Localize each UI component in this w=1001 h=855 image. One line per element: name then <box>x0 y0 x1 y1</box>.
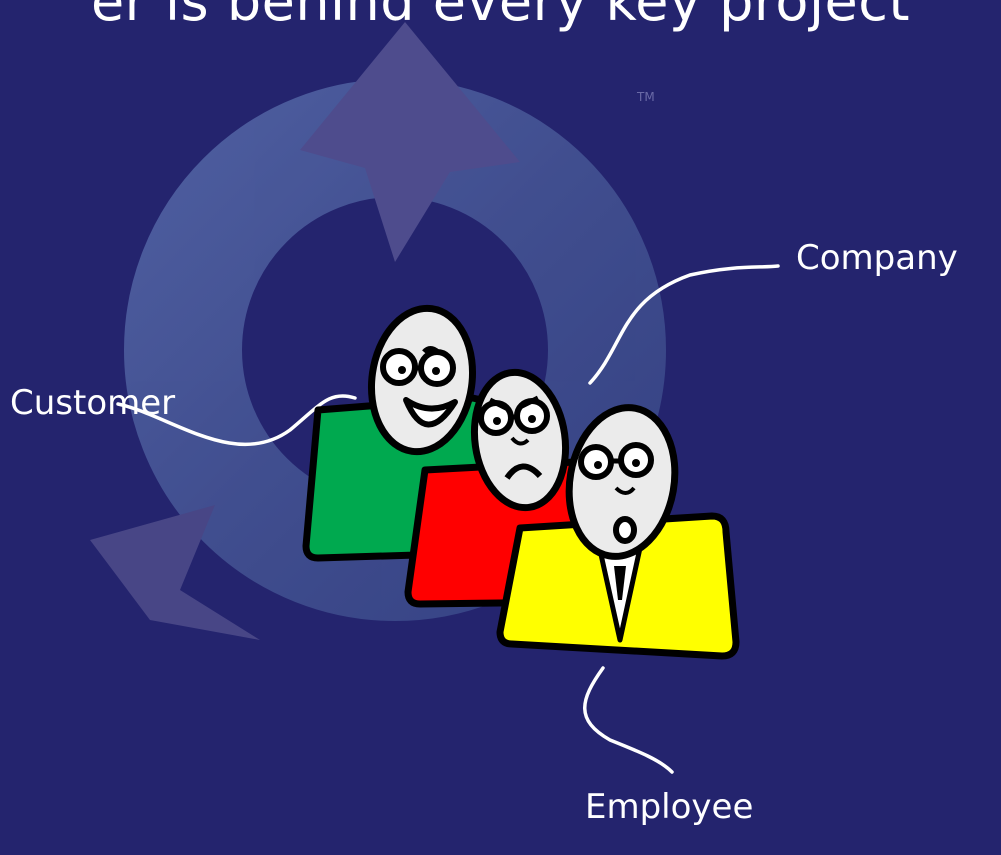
employee-label: Employee <box>585 787 754 827</box>
employee-leader-line <box>583 666 674 774</box>
company-leader-line <box>588 264 780 385</box>
customer-label: Customer <box>10 383 176 423</box>
circular-arrow-icon <box>90 22 666 640</box>
company-label: Company <box>796 238 958 278</box>
customer-figure <box>302 304 498 562</box>
customer-leader-line <box>116 394 357 447</box>
leader-lines <box>116 264 780 774</box>
slide-title: er is behind every key project <box>90 0 911 33</box>
trademark-mark: TM <box>637 90 655 104</box>
employee-figure <box>496 404 740 660</box>
